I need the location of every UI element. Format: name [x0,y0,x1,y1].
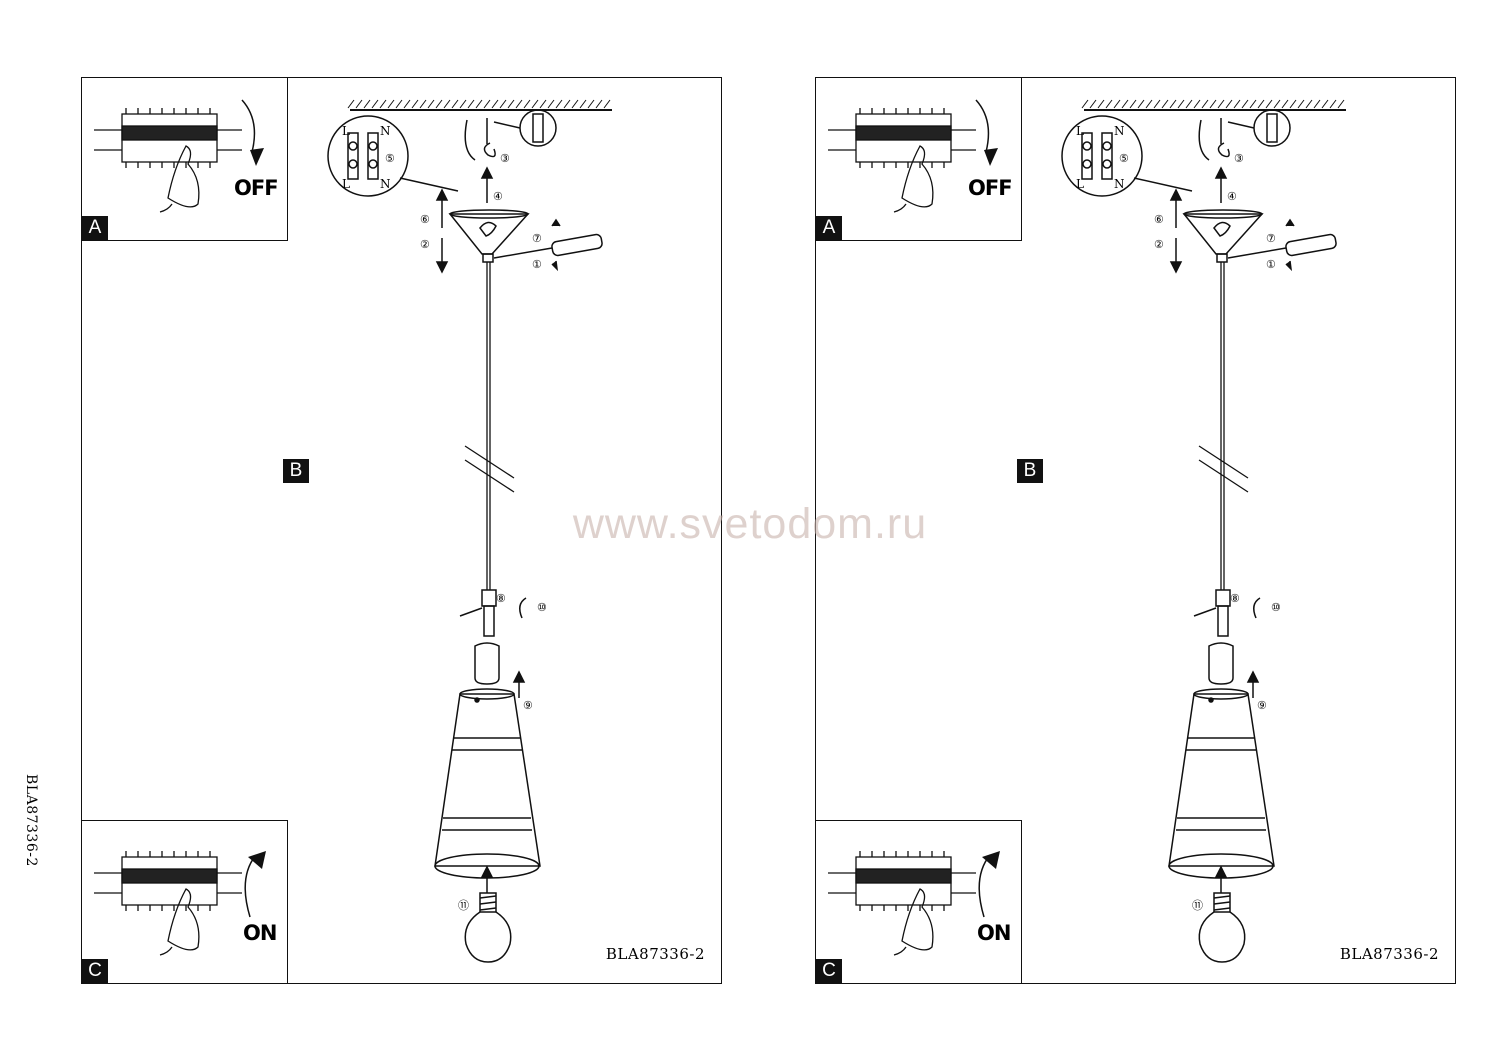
tag-a: A [82,216,108,240]
step-9-arrow [1246,670,1260,698]
tag-b: B [283,459,309,483]
step-11-label: ⑪ [458,899,469,912]
step-8-label: ⑧ [1230,592,1240,605]
on-arrow-head [248,851,266,869]
terminal-n-top: N [1114,124,1125,138]
ceiling-hatch [1081,99,1346,111]
tag-a: A [816,216,842,240]
breaker-panel-on-drawing [828,851,1000,956]
lamp-assembly-drawing: L N L N ⑤ ③ ④ [327,99,612,963]
light-bulb [464,892,512,963]
terminal-l-top: L [1076,124,1084,138]
off-label: OFF [234,176,279,200]
lamp-assembly-drawing: L N L N ⑤ ③ ④ ⑥ [1061,99,1346,963]
step-c-power-on-inset: ON C [816,820,1022,983]
terminal-n-top: N [380,124,391,138]
suspension-cable [1198,262,1249,590]
instruction-panel-right: L N L N ⑤ ③ ④ ⑥ [815,77,1456,984]
step-a-power-off-inset: OFF A [816,78,1022,241]
step-11-arrow [480,865,494,893]
lamp-socket [1208,642,1234,685]
lamp-shade [434,688,541,879]
ceiling-hatch [347,99,612,111]
suspension-cable [464,262,515,590]
step-9-label: ⑨ [523,699,533,712]
step-7-label: ⑦ [1266,232,1276,245]
cable-grip [1193,589,1231,637]
terminal-block-detail [1061,115,1193,197]
step-1-label: ① [532,258,542,271]
step-10-label: ⑩ [1271,601,1281,614]
off-arrow-head [984,148,998,166]
step-5-label: ⑤ [385,152,395,165]
ceiling-hook [464,109,557,161]
step-1-label: ① [1266,258,1276,271]
step-11-arrow [1214,865,1228,893]
on-arrow-head [982,851,1000,869]
document-code: BLA87336-2 [605,945,705,963]
tag-c: C [816,959,842,983]
breaker-panel-on-drawing [94,851,266,956]
tag-c: C [82,959,108,983]
instruction-panel-left: L N L N ⑤ ③ ④ [81,77,722,984]
step-9-label: ⑨ [1257,699,1267,712]
light-bulb [1198,892,1246,963]
step-8-label: ⑧ [496,592,506,605]
step-a-power-off-inset: OFF A [82,78,288,241]
terminal-block-detail [327,115,459,197]
step-6-2-arrows [1169,188,1183,274]
step-2-label: ② [1154,238,1164,251]
step-4-label: ④ [493,190,503,203]
terminal-l-bottom: L [342,177,350,191]
screwdriver [493,218,603,272]
step-11-label: ⑪ [1192,899,1203,912]
step-2-label: ② [420,238,430,251]
step-4-arrow [480,166,494,203]
step-4-arrow [1214,166,1228,203]
step-6-label: ⑥ [420,213,430,226]
terminal-l-top: L [342,124,350,138]
lamp-socket [474,642,500,685]
watermark: www.svetodom.ru [572,500,928,548]
step-9-arrow [512,670,526,698]
tag-b: B [1017,459,1043,483]
breaker-panel-off-drawing [94,99,264,213]
step-3-label: ③ [500,152,510,165]
ceiling-canopy [448,209,530,263]
off-arrow-head [250,148,264,166]
step-3-label: ③ [1234,152,1244,165]
on-label: ON [977,921,1011,945]
screwdriver [1227,218,1337,272]
step-6-label: ⑥ [1154,213,1164,226]
step-c-power-on-inset: ON C [82,820,288,983]
terminal-l-bottom: L [1076,177,1084,191]
step-7-label: ⑦ [532,232,542,245]
document-code: BLA87336-2 [1339,945,1439,963]
step-4-label: ④ [1227,190,1237,203]
ceiling-hook [1198,109,1291,161]
step-6-2-arrows [435,188,449,274]
terminal-n-bottom: N [1114,177,1125,191]
on-label: ON [243,921,277,945]
cable-grip [459,589,497,637]
step-5-label: ⑤ [1119,152,1129,165]
off-label: OFF [968,176,1013,200]
breaker-panel-off-drawing [828,99,998,213]
lamp-shade [1168,688,1275,879]
step-10-label: ⑩ [537,601,547,614]
side-document-code: BLA87336-2 [23,774,39,867]
ceiling-canopy [1182,209,1264,263]
terminal-n-bottom: N [380,177,391,191]
